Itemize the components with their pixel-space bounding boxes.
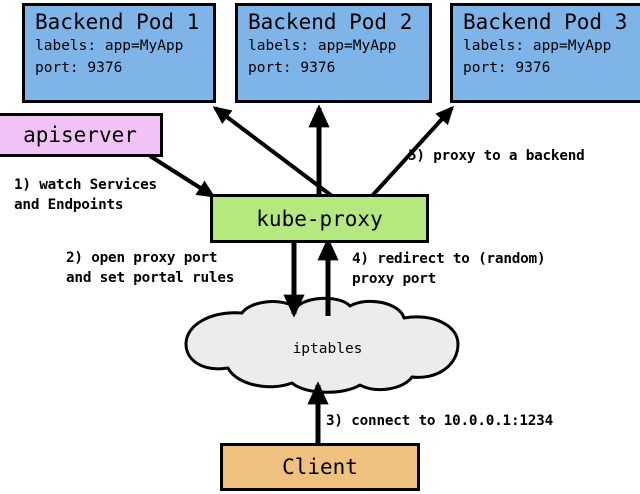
caption-step-4: 4) redirect to (random) proxy port (352, 251, 546, 288)
client-label: Client (282, 455, 358, 479)
apiserver-box[interactable]: apiserver (0, 113, 163, 157)
backend-pod-2-title: Backend Pod 2 (248, 10, 413, 34)
backend-pod-1-title: Backend Pod 1 (35, 10, 200, 34)
backend-pod-1-labels: labels: app=MyApp (35, 38, 184, 54)
backend-pod-3-title: Backend Pod 3 (463, 10, 628, 34)
backend-pod-1-port: port: 9376 (35, 59, 123, 76)
backend-pod-3-labels: labels: app=MyApp (463, 38, 612, 54)
kube-proxy-label: kube-proxy (256, 206, 383, 231)
caption-step-3: 3) connect to 10.0.0.1:1234 (326, 413, 554, 429)
backend-pod-2-box[interactable]: Backend Pod 2 labels: app=MyApp port: 93… (235, 3, 432, 103)
client-box[interactable]: Client (220, 443, 420, 491)
kube-proxy-box[interactable]: kube-proxy (210, 194, 429, 243)
backend-pod-2-labels: labels: app=MyApp (248, 38, 397, 54)
backend-pod-2-port: port: 9376 (248, 59, 336, 76)
iptables-cloud[interactable]: iptables (185, 305, 470, 390)
caption-step-5: 5) proxy to a backend (408, 148, 585, 164)
arrow-kubeproxy-to-pod1 (212, 106, 334, 198)
apiserver-label: apiserver (23, 123, 137, 147)
iptables-label: iptables (292, 341, 363, 357)
arrow-apiserver-to-kubeproxy (148, 154, 216, 198)
caption-step-2: 2) open proxy port and set portal rules (66, 250, 235, 287)
backend-pod-3-box[interactable]: Backend Pod 3 labels: app=MyApp port: 93… (450, 3, 640, 103)
backend-pod-3-port: port: 9376 (463, 59, 551, 76)
caption-step-1: 1) watch Services and Endpoints (14, 177, 157, 214)
backend-pod-1-box[interactable]: Backend Pod 1 labels: app=MyApp port: 93… (22, 3, 216, 103)
